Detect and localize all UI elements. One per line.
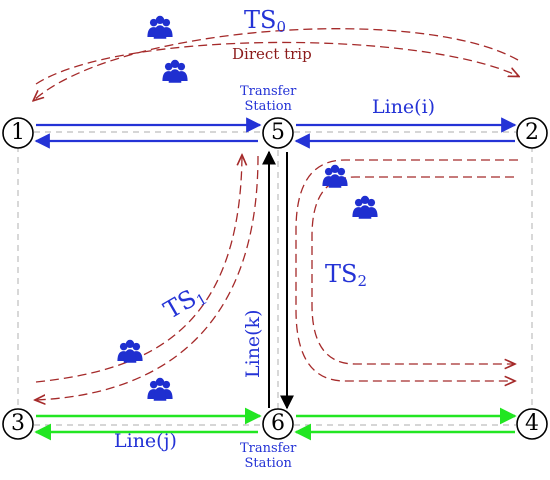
- crowd-icon: [352, 195, 378, 219]
- line-j-arrows: [34, 407, 517, 441]
- node-3-label: 3: [11, 411, 25, 436]
- crowd-icon: [147, 15, 173, 39]
- node-2: [516, 117, 548, 149]
- crowd-icon: [162, 59, 188, 83]
- line-k-arrows: [262, 150, 294, 410]
- node-3: [2, 408, 34, 440]
- node-4-label: 4: [525, 411, 539, 436]
- ts1-paths: [36, 156, 259, 400]
- direct-trip-label: Direct trip: [232, 45, 312, 63]
- crowd-icon: [117, 339, 143, 363]
- crowd-icon: [147, 377, 173, 401]
- line-i-arrows: [34, 117, 517, 149]
- line-i-label: Line(i): [372, 96, 436, 118]
- node-5-label: 5: [271, 120, 285, 145]
- nodes: [2, 117, 548, 440]
- node-4: [516, 408, 548, 440]
- transfer-station-top-label: Transfer Station: [240, 84, 297, 114]
- ts0-label: TS0: [244, 6, 286, 36]
- node-6: [262, 408, 294, 440]
- line-k-label: Line(k): [242, 309, 264, 378]
- frame-dashed: [17, 131, 533, 426]
- crowd-icon: [322, 164, 348, 188]
- node-1: [2, 117, 34, 149]
- line-j-label: Line(j): [114, 430, 177, 452]
- node-1-label: 1: [11, 120, 25, 145]
- node-5: [262, 117, 294, 149]
- node-6-label: 6: [271, 411, 285, 436]
- ts2-paths: [295, 159, 518, 381]
- ts2-label: TS2: [325, 260, 367, 290]
- transfer-station-bottom-label: Transfer Station: [240, 441, 297, 471]
- ts0-paths: [34, 28, 518, 100]
- node-2-label: 2: [525, 120, 539, 145]
